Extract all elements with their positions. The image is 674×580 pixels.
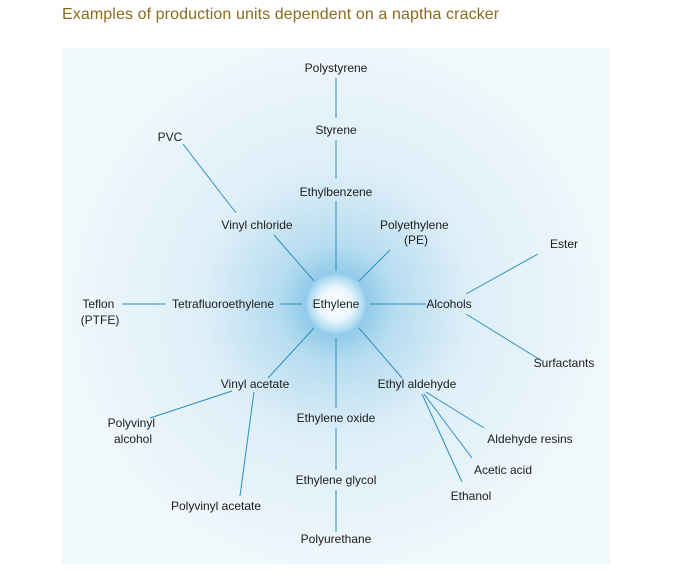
line-vinyl-acetate-polyvinyl-acetate: [239, 391, 255, 497]
line-ethyl-aldehyde-aldehyde-resins: [425, 391, 485, 429]
ethylene-hub: [306, 274, 366, 334]
line-ethylene-polyethylene: [358, 249, 391, 282]
node-styrene: Styrene: [315, 123, 357, 137]
node-polyvinyl-acetate: Polyvinyl acetate: [171, 499, 261, 513]
node-ethylene-oxide: Ethylene oxide: [297, 411, 376, 425]
node-ethylene-glycol: Ethylene glycol: [296, 473, 377, 487]
node-teflon: Teflon (PTFE): [81, 297, 120, 327]
line-vinyl-chloride-pvc: [182, 143, 237, 214]
node-polyethylene-line-2: (PE): [404, 233, 428, 247]
node-ester: Ester: [550, 237, 578, 251]
line-ethylene-vinyl-acetate: [267, 327, 315, 379]
node-pvc: PVC: [158, 130, 183, 144]
node-polyethylene-line-1: Polyethylene: [380, 218, 449, 232]
node-teflon-line-1: Teflon: [82, 297, 114, 311]
node-ethylbenzene: Ethylbenzene: [300, 185, 373, 199]
node-vinyl-chloride: Vinyl chloride: [221, 218, 292, 232]
node-polyvinyl-alcohol: Polyvinyl alcohol: [108, 416, 159, 446]
node-ethylene: Ethylene: [313, 297, 360, 311]
line-ethyl-aldehyde-ethanol: [421, 393, 463, 483]
page-title: Examples of production units dependent o…: [62, 6, 500, 23]
connector-lines: [122, 78, 543, 532]
line-alcohols-ester: [465, 253, 539, 295]
node-acetic-acid: Acetic acid: [474, 463, 532, 477]
diagram-panel: Ethylene Polystyrene Styrene Ethylbenzen…: [62, 48, 610, 564]
node-polystyrene: Polystyrene: [305, 61, 368, 75]
node-labels: Ethylene Polystyrene Styrene Ethylbenzen…: [81, 61, 595, 546]
node-polyvinyl-alcohol-line-1: Polyvinyl: [108, 416, 155, 430]
node-polyethylene: Polyethylene (PE): [380, 218, 452, 247]
node-polyurethane: Polyurethane: [301, 532, 372, 546]
node-alcohols: Alcohols: [426, 297, 471, 311]
line-vinyl-acetate-polyvinyl-alcohol: [149, 390, 233, 419]
ethylene-derivatives-diagram: Ethylene Polystyrene Styrene Ethylbenzen…: [62, 48, 610, 564]
line-alcohols-surfactants: [465, 313, 543, 362]
line-ethylene-ethyl-aldehyde: [358, 327, 403, 379]
node-aldehyde-resins: Aldehyde resins: [487, 432, 572, 446]
line-ethylene-vinyl-chloride: [273, 234, 315, 282]
line-ethyl-aldehyde-acetic-acid: [423, 393, 473, 459]
node-teflon-line-2: (PTFE): [81, 313, 120, 327]
node-surfactants: Surfactants: [534, 356, 595, 370]
node-ethyl-aldehyde: Ethyl aldehyde: [378, 377, 457, 391]
node-polyvinyl-alcohol-line-2: alcohol: [114, 432, 152, 446]
node-tetrafluoroethylene: Tetrafluoroethylene: [172, 297, 274, 311]
node-ethanol: Ethanol: [451, 489, 492, 503]
node-vinyl-acetate: Vinyl acetate: [221, 377, 290, 391]
